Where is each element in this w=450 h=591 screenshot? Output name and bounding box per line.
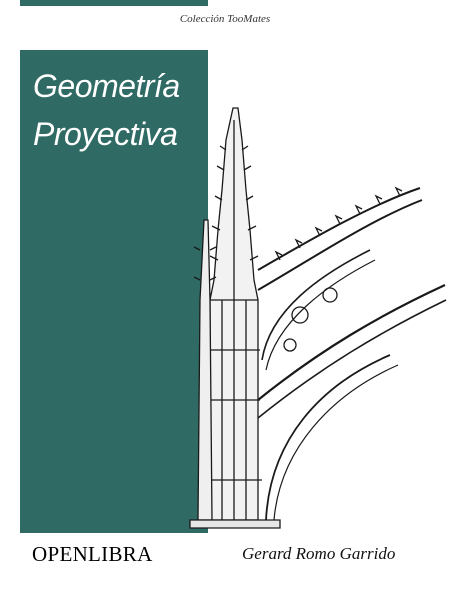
collection-name: Colección TooMates	[179, 13, 271, 25]
publisher-name: OPENLIBRA	[32, 542, 153, 566]
author-name: Gerard Romo Garrido	[242, 544, 396, 563]
gothic-spire-illustration	[189, 107, 447, 529]
book-title: Geometría Proyectiva	[33, 62, 180, 158]
book-title-line-1: Geometría	[33, 68, 180, 104]
top-accent-bar	[20, 0, 208, 6]
cover-color-panel	[20, 50, 208, 533]
book-title-line-2: Proyectiva	[33, 116, 178, 152]
